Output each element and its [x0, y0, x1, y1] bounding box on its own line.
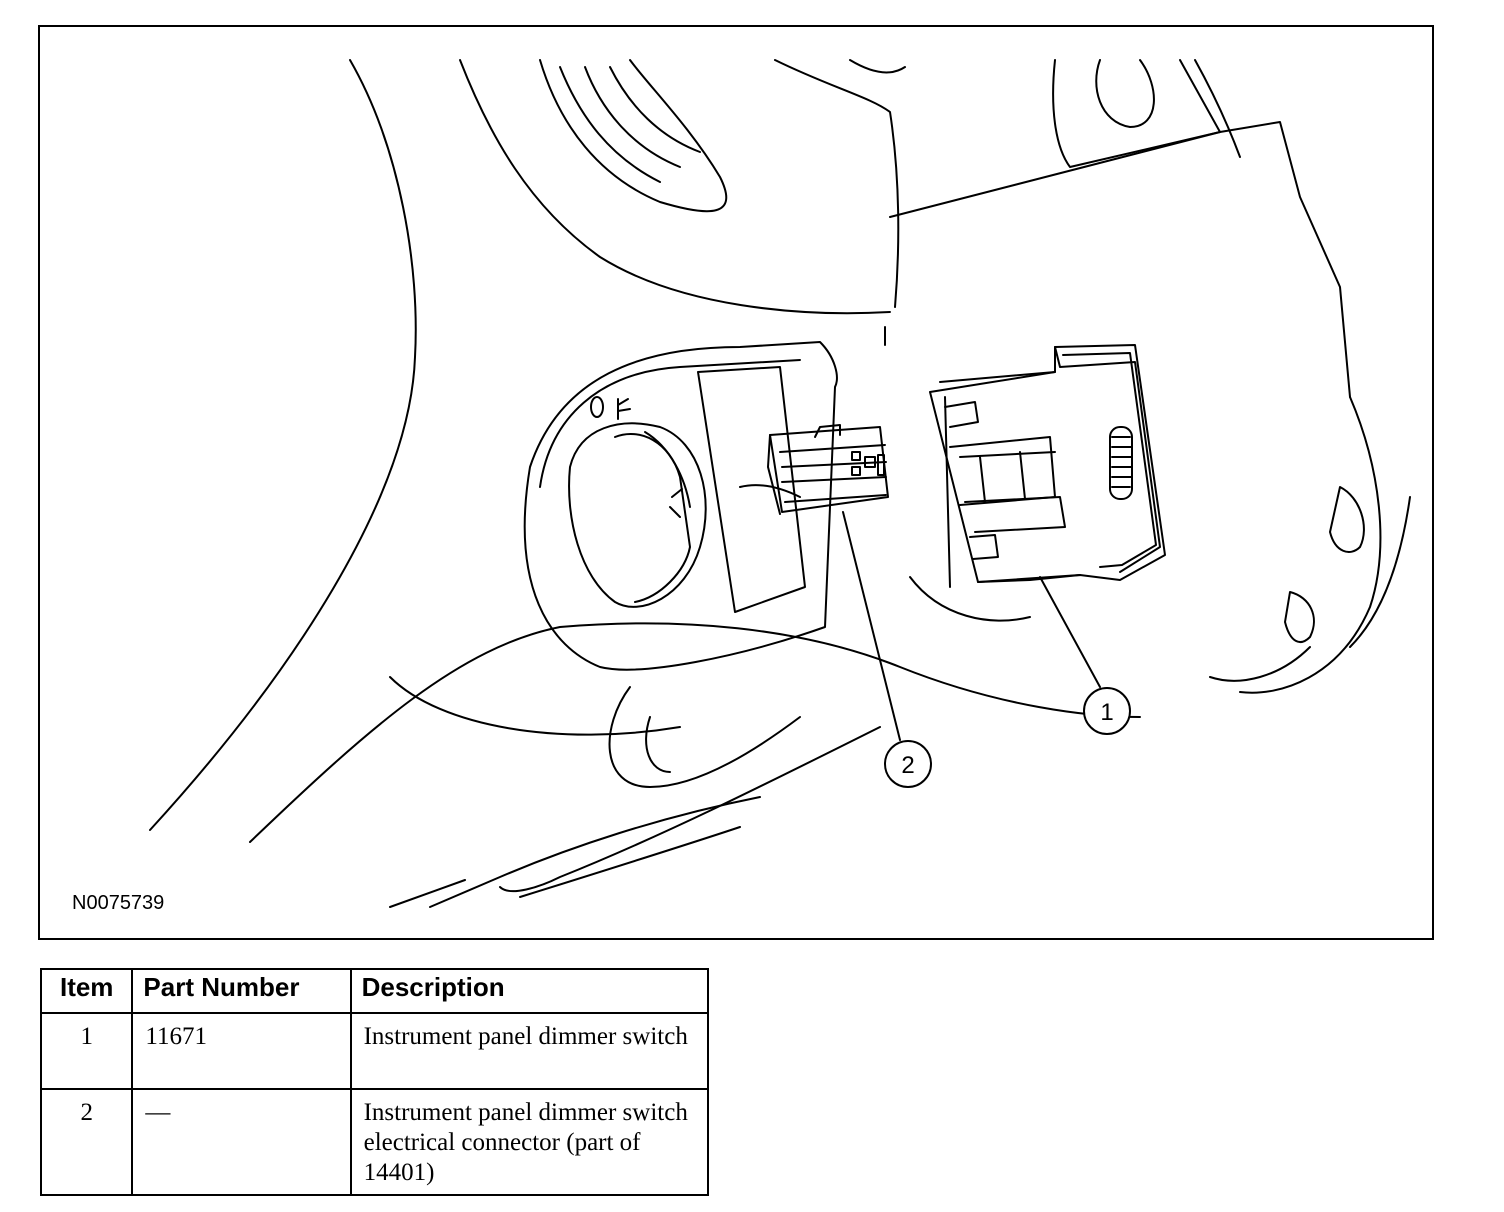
- cell-description: Instrument panel dimmer switch: [349, 1012, 710, 1090]
- table-row: 2 — Instrument panel dimmer switch elect…: [39, 1088, 710, 1196]
- leader-line-1: [1039, 576, 1101, 688]
- leader-line-2: [842, 511, 901, 741]
- electrical-connector: [767, 424, 889, 515]
- callout-1-number: 1: [1100, 699, 1113, 726]
- dashboard-contours: [149, 59, 1411, 908]
- dimmer-switch: [929, 344, 1166, 588]
- callout-2-number: 2: [901, 752, 914, 779]
- parts-table: Item Part Number Description 1 11671 Ins…: [39, 968, 710, 1196]
- headlamp-switch-bezel: [523, 341, 838, 671]
- header-description: Description: [349, 968, 710, 1014]
- header-item: Item: [39, 968, 134, 1014]
- cell-item: 2: [39, 1088, 134, 1196]
- table-header-row: Item Part Number Description: [39, 968, 710, 1014]
- cell-description: Instrument panel dimmer switch electrica…: [349, 1088, 710, 1196]
- callout-2: 2: [884, 740, 932, 788]
- cell-item: 1: [39, 1012, 134, 1090]
- header-part-number: Part Number: [131, 968, 352, 1014]
- figure-id: N0075739: [72, 892, 165, 914]
- cell-part-number: —: [131, 1088, 352, 1196]
- figure-frame: 1 2 N0075739: [38, 25, 1434, 940]
- table-row: 1 11671 Instrument panel dimmer switch: [39, 1012, 710, 1090]
- callout-1: 1: [1083, 687, 1131, 735]
- cell-part-number: 11671: [131, 1012, 352, 1090]
- dimmer-switch-illustration: 1 2: [149, 59, 1411, 908]
